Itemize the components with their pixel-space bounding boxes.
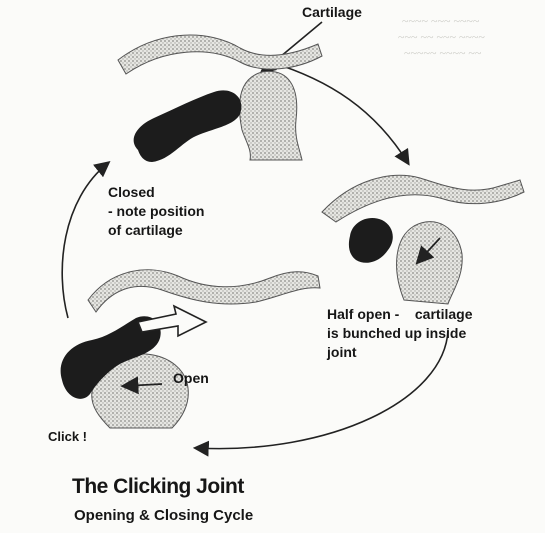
- diagram-subtitle: Opening & Closing Cycle: [74, 506, 253, 526]
- half-open-stage-label: Half open - cartilage is bunched up insi…: [327, 305, 472, 362]
- stage-open-joint: [61, 270, 320, 428]
- click-label: Click !: [48, 428, 87, 446]
- diagram-title: The Clicking Joint: [72, 474, 244, 500]
- disc-closed: [134, 90, 242, 162]
- closed-label-line: Closed: [108, 183, 204, 202]
- condyle-closed: [239, 71, 302, 160]
- closed-label-line: - note position: [108, 202, 204, 221]
- closed-stage-label: Closed - note position of cartilage: [108, 183, 204, 240]
- disc-half: [349, 218, 393, 263]
- open-stage-label: Open: [173, 369, 209, 387]
- half-open-label-line: Half open - cartilage: [327, 305, 472, 324]
- half-open-label-line: is bunched up inside: [327, 324, 472, 343]
- condyle-half: [397, 222, 463, 304]
- closed-label-line: of cartilage: [108, 221, 204, 240]
- bleed-through-text: ~~~ ~~ ~~~ ~~~~: [398, 30, 485, 45]
- bleed-through-text: ~~~~ ~~~ ~~~~: [402, 14, 479, 29]
- cartilage-label: Cartilage: [302, 3, 362, 21]
- skull-socket-half: [322, 175, 524, 222]
- skull-socket-closed: [118, 35, 322, 74]
- open-outline-arrow: [138, 306, 206, 336]
- half-open-label-line: joint: [327, 343, 472, 362]
- stage-half-open-joint: [322, 175, 524, 304]
- stage-closed-joint: [118, 35, 322, 162]
- bleed-through-text: ~~~~~ ~~~~ ~~: [404, 46, 481, 61]
- skull-socket-open: [88, 270, 320, 312]
